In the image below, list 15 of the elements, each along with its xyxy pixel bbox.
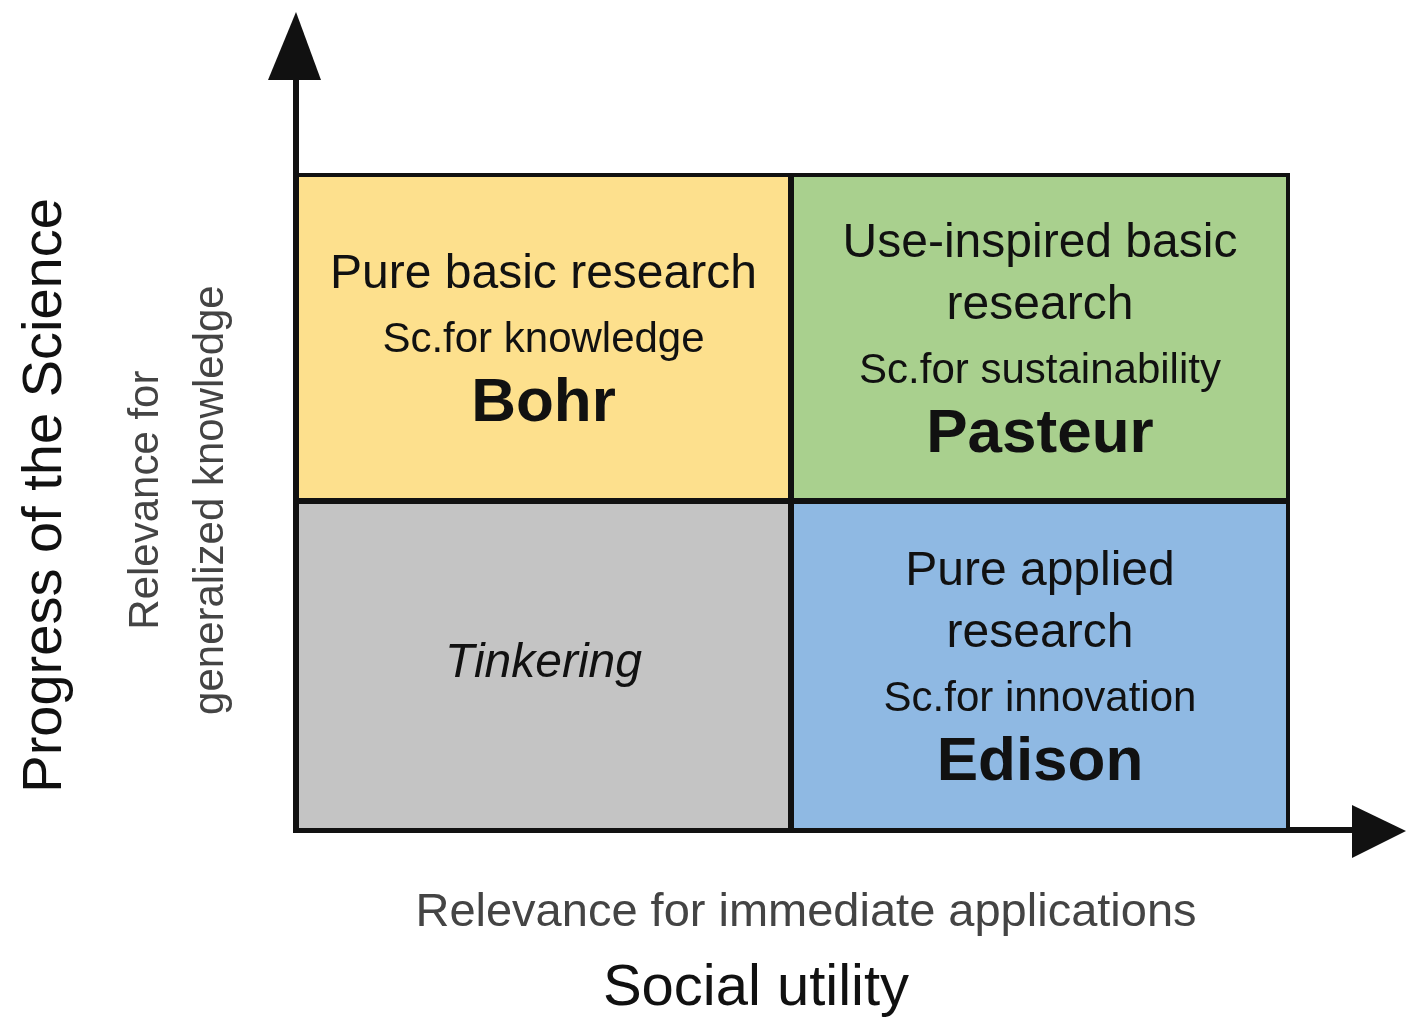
quadrant-subtitle: Sc.for knowledge [382, 312, 705, 363]
y-axis-title: Progress of the Science [8, 197, 74, 793]
scientist-name: Edison [936, 724, 1144, 794]
x-axis-subtitle: Relevance for immediate applications [415, 881, 1197, 938]
quadrant-subtitle: Sc.for sustainability [859, 343, 1221, 394]
quadrant-title: Pure basic research [329, 243, 758, 300]
quadrant-title: Tinkering [444, 633, 643, 689]
quadrant-title: Use-inspired basic research [841, 212, 1239, 331]
scientist-name: Pasteur [926, 395, 1154, 466]
quadrant-title: Pure applied research [904, 541, 1176, 659]
use-inspired-research-quadrant [790, 173, 1290, 502]
y-axis-subtitle: Relevance for generalized knowledge [118, 284, 233, 717]
x-axis-title: Social utility [602, 951, 910, 1018]
quadrant-subtitle: Sc.for innovation [883, 672, 1197, 722]
scientist-name: Bohr [471, 364, 616, 435]
